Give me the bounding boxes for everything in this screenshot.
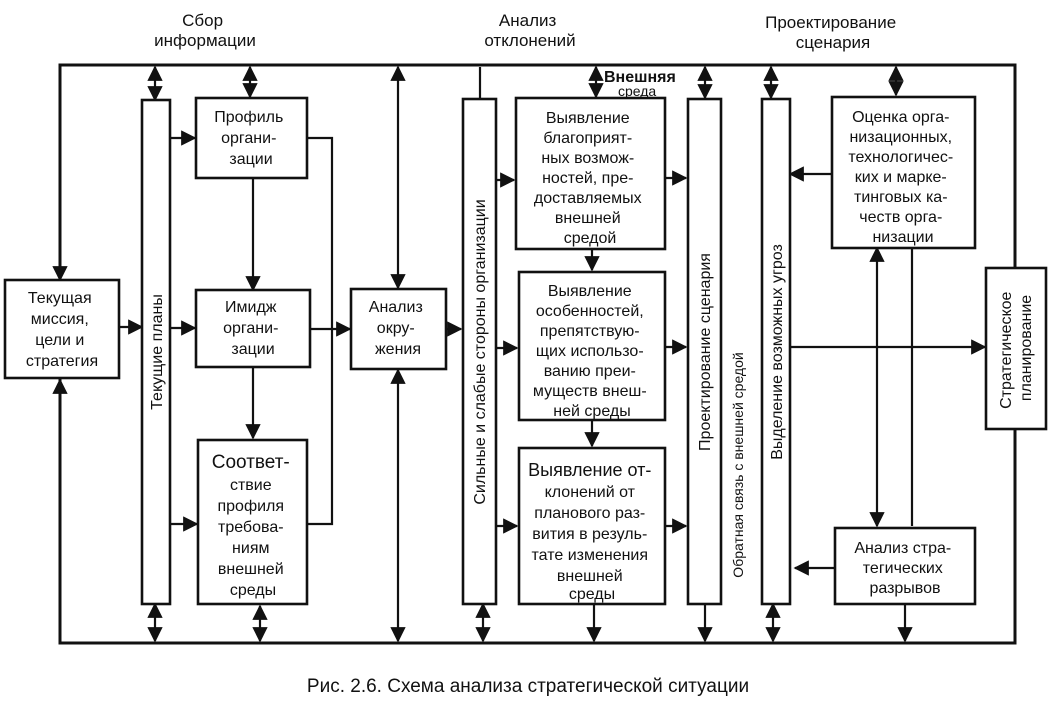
opportunities-box <box>514 96 667 251</box>
deviations-box <box>517 446 667 606</box>
strengths-weaknesses-label: Сильные и слабые стороны организации <box>472 199 489 504</box>
scenario-design-box <box>686 97 723 606</box>
threats-box <box>760 97 792 606</box>
external-env-label: Внешняя <box>604 69 676 86</box>
org-assessment-box <box>830 95 977 250</box>
feedback-label: Обратная связь с внешней средой <box>730 352 746 577</box>
header-deviation-analysis: Анализ отклонений <box>484 11 575 50</box>
org-image-label: Имидж органи- зации <box>223 299 283 358</box>
strengths-weaknesses-box <box>461 97 498 606</box>
environment-analysis-label: Анализ окру- жения <box>369 299 427 358</box>
mission-box <box>3 278 121 380</box>
org-profile-box <box>194 96 309 180</box>
scenario-design-label: Проектирование сценария <box>697 253 714 451</box>
obstacles-box <box>517 270 667 422</box>
header-scenario-design: Проектирование сценария <box>765 13 901 52</box>
strategic-planning-box <box>984 266 1048 431</box>
threats-label: Выделение возможных угроз <box>769 244 786 460</box>
current-plans-label: Текущие планы <box>149 294 166 410</box>
gap-analysis-box <box>833 526 977 606</box>
profile-match-box <box>196 438 309 606</box>
current-plans-box <box>140 98 172 606</box>
header-collection: Сбор информации <box>154 11 256 50</box>
org-assessment-label: Оценка орга- низационных, технологичес- … <box>848 109 957 246</box>
figure-caption: Рис. 2.6. Схема анализа стратегической с… <box>307 676 749 697</box>
org-image-box <box>194 288 312 369</box>
mission-label: Текущая миссия, цели и стратегия <box>26 290 98 370</box>
connectors <box>52 65 987 643</box>
obstacles-label: Выявление особенностей, препятствую- щих… <box>533 283 651 420</box>
gap-analysis-label: Анализ стра- тегических разрывов <box>854 540 955 597</box>
environment-analysis-box <box>349 287 448 371</box>
strategic-planning-label: Стратегическое планирование <box>998 287 1035 409</box>
external-env-sub-label: среда <box>618 83 656 99</box>
profile-match-label: Соответ- ствие профиля требова- ниям вне… <box>212 452 294 599</box>
deviations-label: Выявление от- клонений от планового раз-… <box>528 460 656 603</box>
opportunities-label: Выявление благоприят- ных возмож- ностей… <box>534 110 646 247</box>
org-profile-label: Профиль органи- зации <box>214 109 288 168</box>
